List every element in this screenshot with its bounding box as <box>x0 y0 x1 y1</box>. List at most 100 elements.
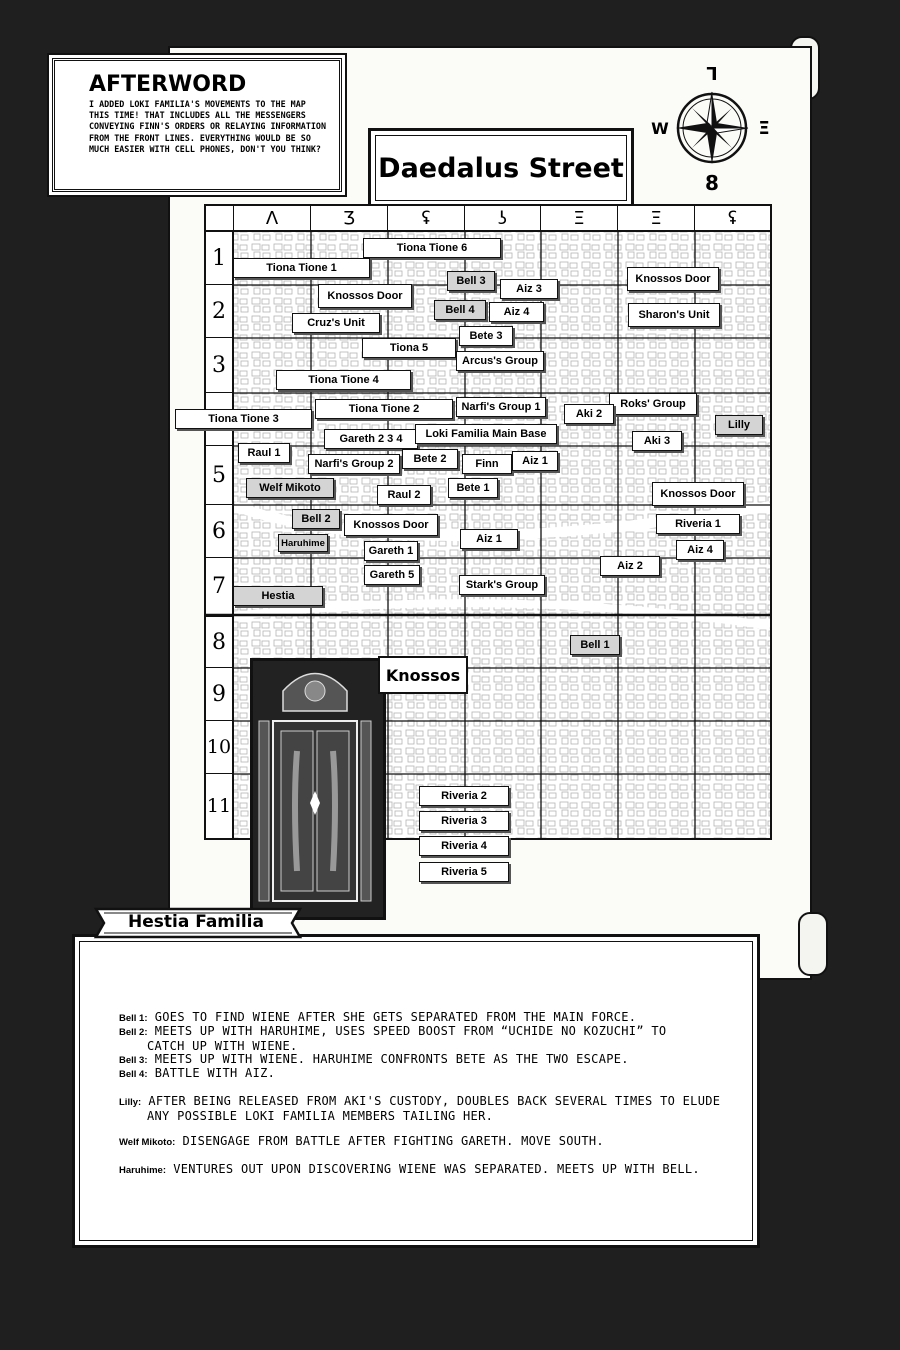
map-label: Aiz 2 <box>600 556 660 576</box>
legend-who: Haruhime: <box>119 1165 166 1176</box>
compass-south: 8 <box>705 171 719 195</box>
map-label-hestia: Bell 4 <box>434 300 486 320</box>
compass-north: ᒣ <box>706 64 717 85</box>
legend-text-cont: catch up with Wiene. <box>147 1038 298 1053</box>
map-label: Gareth 5 <box>364 565 420 585</box>
map-label: Roks' Group <box>609 393 697 415</box>
map-label: Riveria 2 <box>419 786 509 806</box>
legend-text: Meets up with Haruhime, uses speed boost… <box>154 1024 667 1038</box>
legend-entry: Welf Mikoto: Disengage from battle after… <box>119 1134 604 1150</box>
col-head: Λ <box>234 206 311 232</box>
knossos-door-illustration <box>250 658 386 920</box>
scroll-roll-bottom <box>798 912 828 976</box>
row-head: 3 <box>206 338 234 393</box>
row-head: 2 <box>206 285 234 338</box>
compass-west: W <box>651 119 669 138</box>
map-label: Raul 1 <box>238 443 290 463</box>
knossos-door-drawing <box>253 661 377 911</box>
col-head: ʢ <box>695 206 770 232</box>
legend-who: Lilly: <box>119 1097 142 1108</box>
legend-who: Welf Mikoto: <box>119 1137 176 1148</box>
legend-text: Disengage from battle after fighting Gar… <box>182 1134 604 1148</box>
legend-who: Bell 3: <box>119 1055 148 1066</box>
map-label: Tiona 5 <box>362 338 456 358</box>
map-label-hestia: Lilly <box>715 415 763 435</box>
legend-entry: Bell 3: Meets up with Wiene. Haruhime co… <box>119 1052 629 1068</box>
map-label: Knossos Door <box>344 514 438 536</box>
afterword-text: I added Loki Familia's movements to the … <box>89 99 326 154</box>
map-label: Tiona Tione 3 <box>175 409 312 429</box>
col-head: Ξ <box>618 206 695 232</box>
map-label: Aiz 3 <box>500 279 558 299</box>
map-label: Tiona Tione 1 <box>233 258 370 278</box>
map-label: Aiz 1 <box>460 529 518 549</box>
map-label: Knossos Door <box>318 284 412 308</box>
legend-box: Bell 1: Goes to find Wiene after she get… <box>72 934 760 1248</box>
col-head: ʖ <box>465 206 541 232</box>
legend-entry: Lilly: After being released from Aki's c… <box>119 1094 721 1123</box>
map-label: Cruz's Unit <box>292 313 380 333</box>
row-head: 6 <box>206 505 234 558</box>
row-head: 1 <box>206 232 234 285</box>
map-label: Riveria 3 <box>419 811 509 831</box>
grid-corner <box>206 206 234 232</box>
map-label: Narfi's Group 1 <box>456 397 546 417</box>
map-label: Narfi's Group 2 <box>308 454 400 474</box>
map-label: Riveria 1 <box>656 514 740 534</box>
map-label-hestia: Welf Mikoto <box>246 478 334 498</box>
legend-who: Bell 2: <box>119 1027 148 1038</box>
compass-rose-icon: ᒣ W Ξ 8 <box>651 64 770 195</box>
map-label: Riveria 5 <box>419 862 509 882</box>
afterword-box: AFTERWORD I added Loki Familia's movemen… <box>52 58 342 192</box>
legend-text: Ventures out upon discovering Wiene was … <box>173 1162 700 1176</box>
map-label: Tiona Tione 2 <box>315 399 453 419</box>
legend-entry: Bell 1: Goes to find Wiene after she get… <box>119 1010 637 1026</box>
map-label: Sharon's Unit <box>628 303 720 327</box>
row-head: 5 <box>206 446 234 505</box>
row-head: 11 <box>206 774 234 838</box>
map-label: Riveria 4 <box>419 836 509 856</box>
afterword-title: AFTERWORD <box>89 72 247 97</box>
legend-who: Bell 1: <box>119 1013 148 1024</box>
map-label: Loki Familia Main Base <box>415 424 557 444</box>
map-label: Aiz 4 <box>489 302 544 322</box>
map-label-hestia: Haruhime <box>278 534 328 552</box>
map-label: Tiona Tione 4 <box>276 370 411 390</box>
map-label-hestia: Bell 3 <box>447 271 495 291</box>
map-label: Knossos Door <box>627 267 719 291</box>
map-label: Gareth 1 <box>364 541 418 561</box>
legend-banner-ribbon <box>93 907 303 939</box>
legend-who: Bell 4: <box>119 1069 148 1080</box>
col-head: Ξ <box>541 206 618 232</box>
map-label: Stark's Group <box>459 575 545 595</box>
legend-banner-title: Hestia Familia <box>128 912 264 932</box>
map-title-plate: Daedalus Street <box>368 128 634 208</box>
legend-entry: Bell 2: Meets up with Haruhime, uses spe… <box>119 1024 667 1053</box>
legend-entry: Haruhime: Ventures out upon discovering … <box>119 1162 700 1178</box>
map-title: Daedalus Street <box>378 152 624 184</box>
map-label: Arcus's Group <box>456 351 544 371</box>
map-label: Bete 3 <box>459 326 513 346</box>
map-label: Knossos Door <box>652 482 744 506</box>
map-label: Aiz 4 <box>676 540 724 560</box>
map-label: Aki 3 <box>632 431 682 451</box>
row-head: 7 <box>206 558 234 615</box>
map-label: Bete 2 <box>402 449 458 469</box>
map-label-hestia: Hestia <box>233 586 323 606</box>
map-label: Gareth 2 3 4 <box>324 429 418 449</box>
map-label: Aiz 1 <box>512 451 558 471</box>
legend-text: After being released from Aki's custody,… <box>148 1094 721 1108</box>
map-label: Tiona Tione 6 <box>363 238 501 258</box>
compass-east: Ξ <box>758 118 769 139</box>
row-head: 8 <box>206 615 234 668</box>
col-head: ʢ <box>388 206 465 232</box>
map-label: Aki 2 <box>564 404 614 424</box>
map-label-hestia: Bell 2 <box>292 509 340 529</box>
legend-text: Meets up with Wiene. Haruhime confronts … <box>154 1052 629 1066</box>
legend-text: Goes to find Wiene after she gets separa… <box>154 1010 637 1024</box>
map-label: Finn <box>462 454 512 474</box>
legend-text-cont: any possible Loki Familia members tailin… <box>147 1108 494 1123</box>
map-label-hestia: Bell 1 <box>570 635 620 655</box>
row-head: 10 <box>206 721 234 774</box>
col-head: Ʒ <box>311 206 388 232</box>
